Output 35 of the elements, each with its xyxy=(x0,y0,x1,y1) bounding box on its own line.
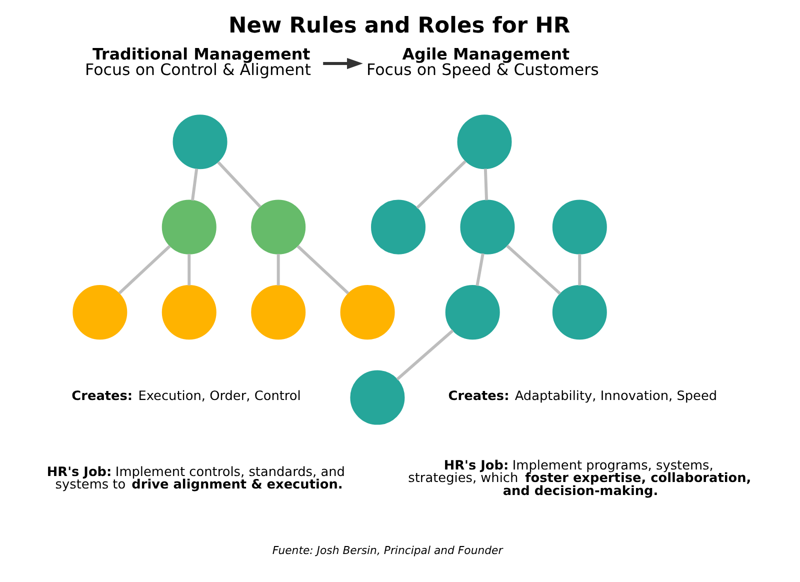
node-circle xyxy=(552,200,607,254)
caption: Fuente: Josh Bersin, Principal and Founder xyxy=(272,544,503,557)
label: HR's Job: Implement programs, systems, strategies, which foster expertise, collaboration, and decision-making. xyxy=(408,458,752,500)
connector xyxy=(416,160,466,209)
connector xyxy=(276,254,280,286)
connector xyxy=(296,245,350,294)
diagram-title: New Rules and Roles for HR xyxy=(228,13,570,38)
node-circle xyxy=(371,200,426,254)
connector xyxy=(188,254,191,286)
label: Creates: Execution, Order, Control xyxy=(72,388,301,404)
connector xyxy=(506,244,562,295)
node-circle xyxy=(251,285,306,340)
node-circle xyxy=(340,285,395,340)
connector xyxy=(396,329,454,380)
connector xyxy=(217,161,262,208)
node-text: Traditional Management Focus on Control & Aligment xyxy=(85,44,311,80)
connector xyxy=(578,254,582,286)
node-circle xyxy=(162,200,216,254)
node-text: Agile Management Focus on Speed & Customers xyxy=(366,44,599,80)
node-circle xyxy=(72,285,128,340)
arrow xyxy=(323,58,363,70)
label: HR's Job: Implement controls, standards, and systems to drive alignment & execution. xyxy=(46,464,345,493)
connector xyxy=(476,253,484,286)
node-circle xyxy=(162,285,216,340)
node-circle xyxy=(552,285,607,340)
node-circle xyxy=(457,114,512,170)
node-circle xyxy=(460,200,515,254)
node-circle xyxy=(445,285,500,340)
node-circle xyxy=(350,370,405,425)
node-circle xyxy=(251,200,306,254)
connector xyxy=(191,168,198,201)
connector xyxy=(118,245,171,294)
connector xyxy=(484,168,488,200)
label: Creates: Adaptability, Innovation, Speed xyxy=(448,388,718,404)
node-circle xyxy=(172,114,228,170)
